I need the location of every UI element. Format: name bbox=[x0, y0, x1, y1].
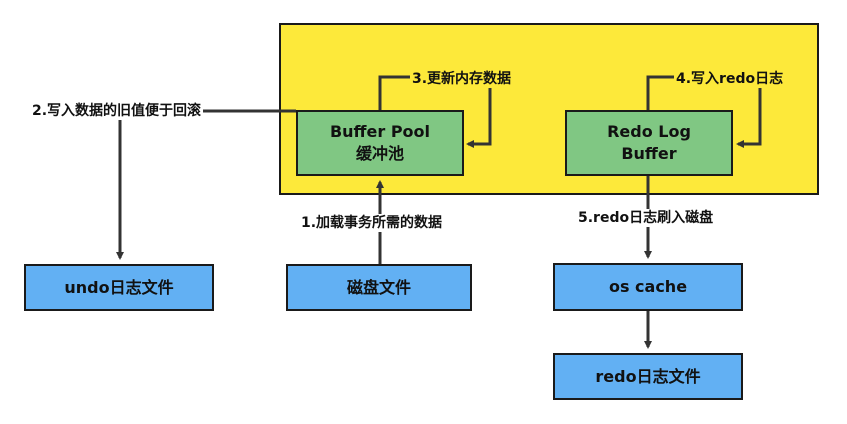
buffer-pool-subtitle: 缓冲池 bbox=[355, 144, 404, 163]
step-2-label: 2.写入数据的旧值便于回滚 bbox=[30, 102, 204, 120]
disk-file-box: 磁盘文件 bbox=[286, 264, 472, 311]
os-cache-label: os cache bbox=[608, 277, 688, 296]
redo-log-buffer-box: Redo Log Buffer bbox=[565, 110, 733, 176]
os-cache-box: os cache bbox=[553, 263, 743, 311]
redo-log-buffer-line2: Buffer bbox=[621, 144, 677, 163]
buffer-pool-title: Buffer Pool bbox=[329, 122, 431, 141]
undo-log-file-label: undo日志文件 bbox=[64, 277, 174, 297]
redo-log-buffer-line1: Redo Log bbox=[607, 122, 691, 141]
step-4-label: 4.写入redo日志 bbox=[674, 70, 786, 88]
step-1-label: 1.加载事务所需的数据 bbox=[299, 214, 445, 232]
redo-log-file-label: redo日志文件 bbox=[595, 366, 701, 386]
step-3-label: 3.更新内存数据 bbox=[410, 70, 514, 88]
disk-file-label: 磁盘文件 bbox=[346, 277, 411, 297]
redo-log-file-box: redo日志文件 bbox=[553, 353, 743, 400]
buffer-pool-box: Buffer Pool 缓冲池 bbox=[296, 110, 464, 176]
arrow-to-undo bbox=[116, 109, 296, 260]
undo-log-file-box: undo日志文件 bbox=[24, 264, 214, 311]
step-5-label: 5.redo日志刷入磁盘 bbox=[576, 209, 716, 227]
